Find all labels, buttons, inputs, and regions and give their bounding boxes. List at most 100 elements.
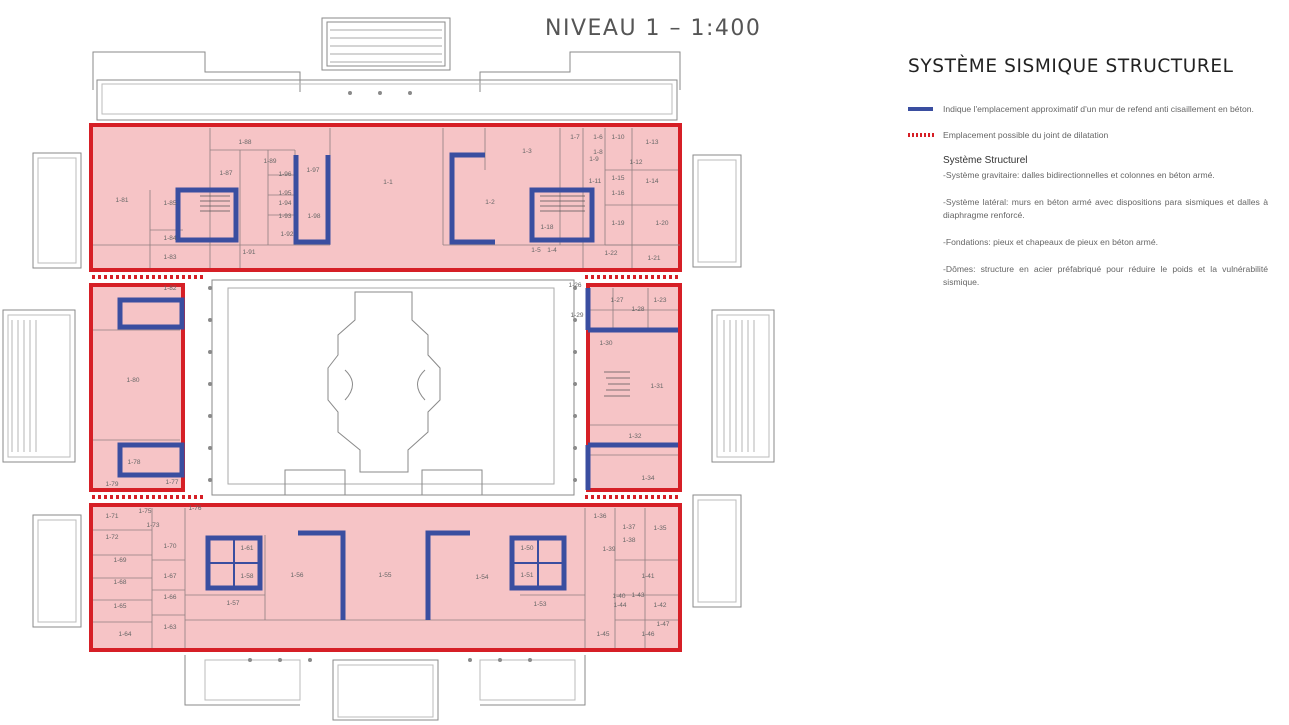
room-label: 1-14 <box>645 178 658 185</box>
room-label: 1-68 <box>113 579 126 586</box>
room-label: 1-40 <box>612 593 625 600</box>
room-label: 1-76 <box>188 505 201 512</box>
room-label: 1-11 <box>589 178 602 185</box>
room-label: 1-9 <box>589 156 599 163</box>
room-label: 1-20 <box>655 220 668 227</box>
structural-zones <box>89 123 682 652</box>
room-label: 1-55 <box>378 572 391 579</box>
legend-panel: SYSTÈME SISMIQUE STRUCTUREL Indique l'em… <box>908 56 1268 303</box>
floor-plan: 1-11-21-31-41-51-61-71-81-91-101-111-121… <box>2 17 775 721</box>
room-label: 1-36 <box>593 513 606 520</box>
structural-system: Système Structurel -Système gravitaire: … <box>908 155 1268 289</box>
room-label: 1-88 <box>238 139 251 146</box>
room-label: 1-57 <box>226 600 239 607</box>
room-label: 1-72 <box>105 534 118 541</box>
room-label: 1-30 <box>599 340 612 347</box>
room-label: 1-73 <box>146 522 159 529</box>
system-lateral: -Système latéral: murs en béton armé ave… <box>943 197 1268 220</box>
room-label: 1-54 <box>475 574 488 581</box>
room-label: 1-67 <box>163 573 176 580</box>
system-foundations: -Fondations: pieux et chapeaux de pieux … <box>943 237 1158 247</box>
room-label: 1-39 <box>602 546 615 553</box>
room-label: 1-38 <box>622 537 635 544</box>
room-label: 1-50 <box>520 545 533 552</box>
stair-hatch <box>200 195 630 397</box>
dashed-red-line-icon <box>908 133 934 137</box>
room-label: 1-97 <box>306 167 319 174</box>
room-label: 1-7 <box>570 134 580 141</box>
room-label: 1-71 <box>105 513 118 520</box>
room-label: 1-87 <box>219 170 232 177</box>
room-label: 1-42 <box>653 602 666 609</box>
room-label: 1-6 <box>593 134 603 141</box>
room-labels: 1-11-21-31-41-51-61-71-81-91-101-111-121… <box>105 134 669 638</box>
room-label: 1-1 <box>383 179 393 186</box>
room-label: 1-53 <box>533 601 546 608</box>
room-label: 1-80 <box>126 377 139 384</box>
system-domes: -Dômes: structure en acier préfabriqué p… <box>943 264 1268 287</box>
room-label: 1-89 <box>263 158 276 165</box>
room-label: 1-79 <box>105 481 118 488</box>
room-label: 1-91 <box>242 249 255 256</box>
solid-blue-line-icon <box>908 107 933 111</box>
plan-linework <box>2 17 775 721</box>
room-label: 1-15 <box>611 175 624 182</box>
room-label: 1-56 <box>290 572 303 579</box>
room-label: 1-28 <box>631 306 644 313</box>
room-label: 1-45 <box>596 631 609 638</box>
room-label: 1-46 <box>641 631 654 638</box>
room-label: 1-41 <box>641 573 654 580</box>
room-label: 1-44 <box>613 602 626 609</box>
room-label: 1-4 <box>547 247 557 254</box>
room-label: 1-84 <box>163 235 176 242</box>
zone-east <box>586 283 682 492</box>
room-label: 1-8 <box>593 149 603 156</box>
room-label: 1-82 <box>163 285 176 292</box>
room-label: 1-65 <box>113 603 126 610</box>
room-label: 1-43 <box>631 592 644 599</box>
room-label: 1-21 <box>647 255 660 262</box>
room-label: 1-47 <box>656 621 669 628</box>
system-gravity: -Système gravitaire: dalles bidirectionn… <box>943 170 1215 180</box>
legend-item-shear-wall: Indique l'emplacement approximatif d'un … <box>908 103 1268 116</box>
room-label: 1-22 <box>604 250 617 257</box>
room-label: 1-5 <box>531 247 541 254</box>
room-label: 1-26 <box>568 282 581 289</box>
room-label: 1-83 <box>163 254 176 261</box>
room-label: 1-63 <box>163 624 176 631</box>
room-label: 1-35 <box>653 525 666 532</box>
room-label: 1-2 <box>485 199 495 206</box>
room-label: 1-10 <box>611 134 624 141</box>
room-label: 1-19 <box>611 220 624 227</box>
room-label: 1-61 <box>240 545 253 552</box>
room-label: 1-94 <box>278 200 291 207</box>
room-label: 1-78 <box>127 459 140 466</box>
legend-title: SYSTÈME SISMIQUE STRUCTUREL <box>908 56 1234 77</box>
expansion-joints <box>92 275 680 499</box>
room-label: 1-37 <box>622 524 635 531</box>
room-label: 1-75 <box>138 508 151 515</box>
room-label: 1-58 <box>240 573 253 580</box>
structural-system-title: Système Structurel <box>943 155 1028 166</box>
zone-west <box>89 283 185 492</box>
room-label: 1-93 <box>278 213 291 220</box>
room-label: 1-32 <box>628 433 641 440</box>
room-label: 1-85 <box>163 200 176 207</box>
room-label: 1-34 <box>641 475 654 482</box>
room-label: 1-27 <box>610 297 623 304</box>
legend-item-text: Indique l'emplacement approximatif d'un … <box>943 104 1254 114</box>
room-label: 1-70 <box>163 543 176 550</box>
room-label: 1-18 <box>540 224 553 231</box>
room-label: 1-31 <box>650 383 663 390</box>
room-label: 1-96 <box>278 171 291 178</box>
zone-north <box>89 123 682 272</box>
room-label: 1-16 <box>611 190 624 197</box>
room-label: 1-66 <box>163 594 176 601</box>
room-label: 1-51 <box>520 572 533 579</box>
plan-title: NIVEAU 1 – 1:400 <box>545 16 762 41</box>
room-label: 1-29 <box>570 312 583 319</box>
room-label: 1-23 <box>653 297 666 304</box>
room-label: 1-64 <box>118 631 131 638</box>
legend-item-text: Emplacement possible du joint de dilatat… <box>943 130 1109 140</box>
